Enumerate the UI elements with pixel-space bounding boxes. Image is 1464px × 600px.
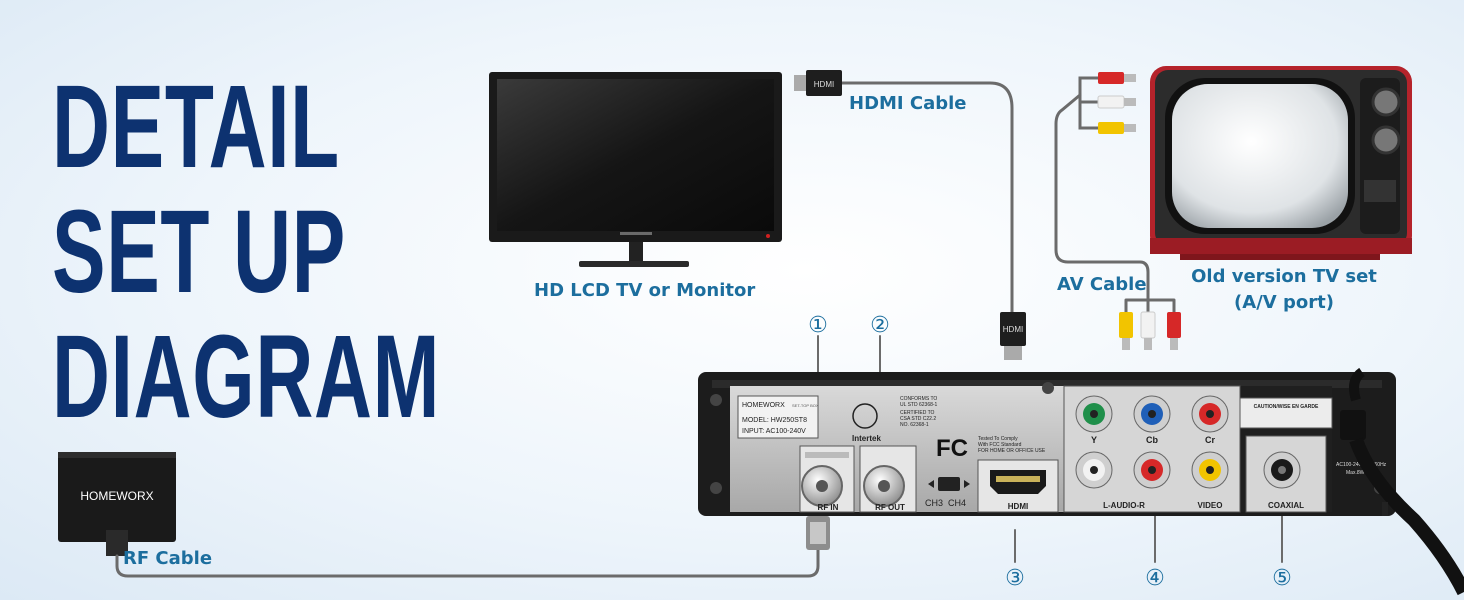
rf-out-label: RF OUT [875, 503, 905, 512]
rf-cable-label: RF Cable [123, 548, 213, 569]
intertek-logo: Intertek [852, 434, 881, 443]
svg-text:Tested To Comply: Tested To Comply [978, 436, 1018, 442]
antenna: HOMEWORX [58, 452, 176, 556]
audio-label: L-AUDIO-R [1103, 501, 1145, 510]
rca-plugs-tv [1097, 72, 1136, 134]
fcc-text: Tested To Comply With FCC Standard FOR H… [978, 436, 1046, 454]
ch4-label: CH4 [948, 498, 966, 508]
cr-label: Cr [1205, 435, 1215, 445]
svg-text:NO. 62368-1: NO. 62368-1 [900, 422, 929, 428]
antenna-brand: HOMEWORX [80, 489, 153, 503]
svg-text:CONFORMS TO: CONFORMS TO [900, 396, 937, 402]
svg-text:With FCC Standard: With FCC Standard [978, 442, 1022, 448]
coaxial-label: COAXIAL [1268, 501, 1304, 510]
stb-subtitle: SET-TOP BOX [792, 403, 819, 408]
video-label: VIDEO [1198, 501, 1223, 510]
caution-label: CAUTION/WISE EN GARDE [1254, 404, 1319, 410]
title-line-3: DIAGRAM [52, 311, 441, 443]
rf-in-label: RF IN [818, 503, 839, 512]
ch3-label: CH3 [925, 498, 943, 508]
callout-2: ② [870, 313, 890, 338]
av-cable-label: AV Cable [1057, 274, 1147, 295]
title-line-1: DETAIL [52, 61, 340, 193]
callout-1: ① [808, 313, 828, 338]
av-cable [1054, 93, 1150, 302]
cb-label: Cb [1146, 435, 1158, 445]
callout-5: ⑤ [1272, 566, 1292, 591]
svg-text:CERTIFIED TO: CERTIFIED TO [900, 410, 935, 416]
svg-text:UL STD 62368-1: UL STD 62368-1 [900, 402, 938, 408]
hdmi-plug-label: HDMI [814, 80, 834, 89]
av-cable-top [1078, 76, 1100, 130]
hdmi-cable-label: HDMI Cable [849, 93, 967, 114]
av-cable-split [1124, 298, 1176, 314]
svg-text:Max.8W: Max.8W [1346, 470, 1365, 476]
old-tv-label-line-1: Old version TV set [1191, 266, 1377, 287]
power-plug [1340, 410, 1366, 440]
hdmi-plug-top: HDMI [794, 70, 842, 96]
svg-text:FOR HOME OR OFFICE USE: FOR HOME OR OFFICE USE [978, 448, 1046, 454]
title-line-2: SET UP [52, 186, 346, 318]
svg-text:CSA STD C22.2: CSA STD C22.2 [900, 416, 936, 422]
conformance-text: CONFORMS TO UL STD 62368-1 CERTIFIED TO … [900, 396, 938, 428]
channel-switch [938, 477, 960, 491]
callout-3: ③ [1005, 566, 1025, 591]
hd-tv [489, 72, 782, 267]
component-jacks [1075, 395, 1229, 489]
stb-brand: HOMEWORX [742, 402, 785, 409]
old-tv-label-line-2: (A/V port) [1234, 292, 1334, 313]
stb-input: INPUT: AC100-240V [742, 428, 806, 435]
fcc-logo: FC [936, 435, 968, 462]
stb-model: MODEL: HW250ST8 [742, 417, 807, 424]
hdmi-port-label: HDMI [1008, 502, 1028, 511]
rf-plug [806, 516, 830, 550]
y-label: Y [1091, 435, 1097, 445]
callout-4: ④ [1145, 566, 1165, 591]
hdmi-plug-bottom: HDMI [1000, 312, 1026, 360]
rf-cable [115, 546, 820, 578]
rca-plugs-box [1119, 311, 1181, 350]
hdmi-plug-label-2: HDMI [1003, 325, 1023, 334]
old-tv [1150, 66, 1412, 260]
hd-tv-label: HD LCD TV or Monitor [534, 280, 756, 301]
hdmi-cable [840, 81, 1014, 317]
set-top-box: HOMEWORX SET-TOP BOX MODEL: HW250ST8 INP… [698, 367, 1464, 596]
